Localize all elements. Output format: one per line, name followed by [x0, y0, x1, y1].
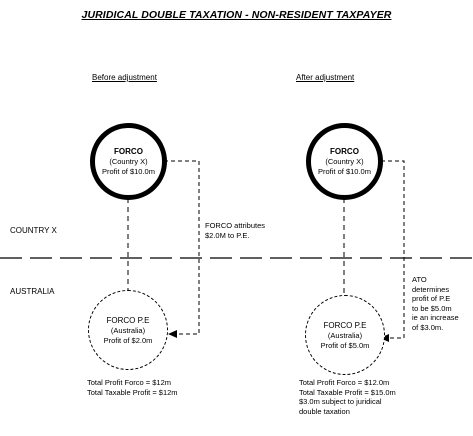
after-summary-line: double taxation — [299, 406, 350, 416]
before-pe-country: (Australia) — [110, 325, 146, 335]
after-summary-line: Total Taxable Profit = $15.0m — [299, 387, 396, 397]
before-note-line: $2.0M to P.E. — [205, 230, 250, 240]
before-pe-node: FORCO P.E (Australia) Profit of $2.0m — [88, 290, 168, 370]
after-forco-name: FORCO — [330, 147, 359, 156]
after-summary-line: $3.0m subject to juridical — [299, 397, 382, 406]
after-determination-arrow — [381, 160, 405, 339]
after-pe-profit: Profit of $5.0m — [320, 340, 370, 350]
after-note-line: to be $5.0m — [412, 303, 452, 313]
after-summary: Total Profit Forco = $12.0m Total Taxabl… — [299, 378, 396, 416]
before-pe-name: FORCO P.E — [106, 315, 150, 325]
before-forco-profit: Profit of $10.0m — [102, 167, 155, 176]
before-summary: Total Profit Forco = $12m Total Taxable … — [87, 378, 178, 397]
before-forco-country: (Country X) — [109, 157, 148, 166]
after-pe-country: (Australia) — [327, 330, 363, 340]
after-heading: After adjustment — [296, 73, 355, 82]
after-forco-profit: Profit of $10.0m — [318, 167, 371, 176]
after-note-line: of $3.0m. — [412, 322, 444, 332]
before-note-line: FORCO attributes — [205, 221, 266, 230]
after-pe-node: FORCO P.E (Australia) Profit of $5.0m — [305, 295, 385, 375]
after-note-line: determines — [412, 284, 450, 294]
before-forco-node: FORCO (Country X) Profit of $10.0m — [90, 123, 167, 200]
before-pe-profit: Profit of $2.0m — [103, 335, 153, 345]
after-determination-note: ATO determines profit of P.E to be $5.0m… — [412, 275, 459, 332]
before-attribution-note: FORCO attributes $2.0M to P.E. — [205, 221, 265, 240]
after-note-line: ATO — [412, 275, 427, 284]
after-forco-node: FORCO (Country X) Profit of $10.0m — [306, 123, 383, 200]
australia-label: AUSTRALIA — [10, 287, 55, 296]
after-forco-country: (Country X) — [325, 157, 364, 166]
after-note-line: profit of P.E — [412, 294, 451, 303]
before-forco-name: FORCO — [114, 147, 143, 156]
before-heading: Before adjustment — [92, 73, 157, 82]
before-summary-line: Total Taxable Profit = $12m — [87, 387, 178, 397]
before-summary-line: Total Profit Forco = $12m — [87, 378, 171, 387]
after-note-line: ie an increase — [412, 313, 459, 322]
country-x-label: COUNTRY X — [10, 226, 57, 235]
after-summary-line: Total Profit Forco = $12.0m — [299, 378, 390, 387]
before-attribution-arrow — [164, 160, 200, 335]
diagram-title: JURIDICAL DOUBLE TAXATION - NON-RESIDENT… — [81, 9, 392, 21]
after-pe-name: FORCO P.E — [323, 320, 367, 330]
before-arrowhead-icon — [168, 330, 177, 338]
